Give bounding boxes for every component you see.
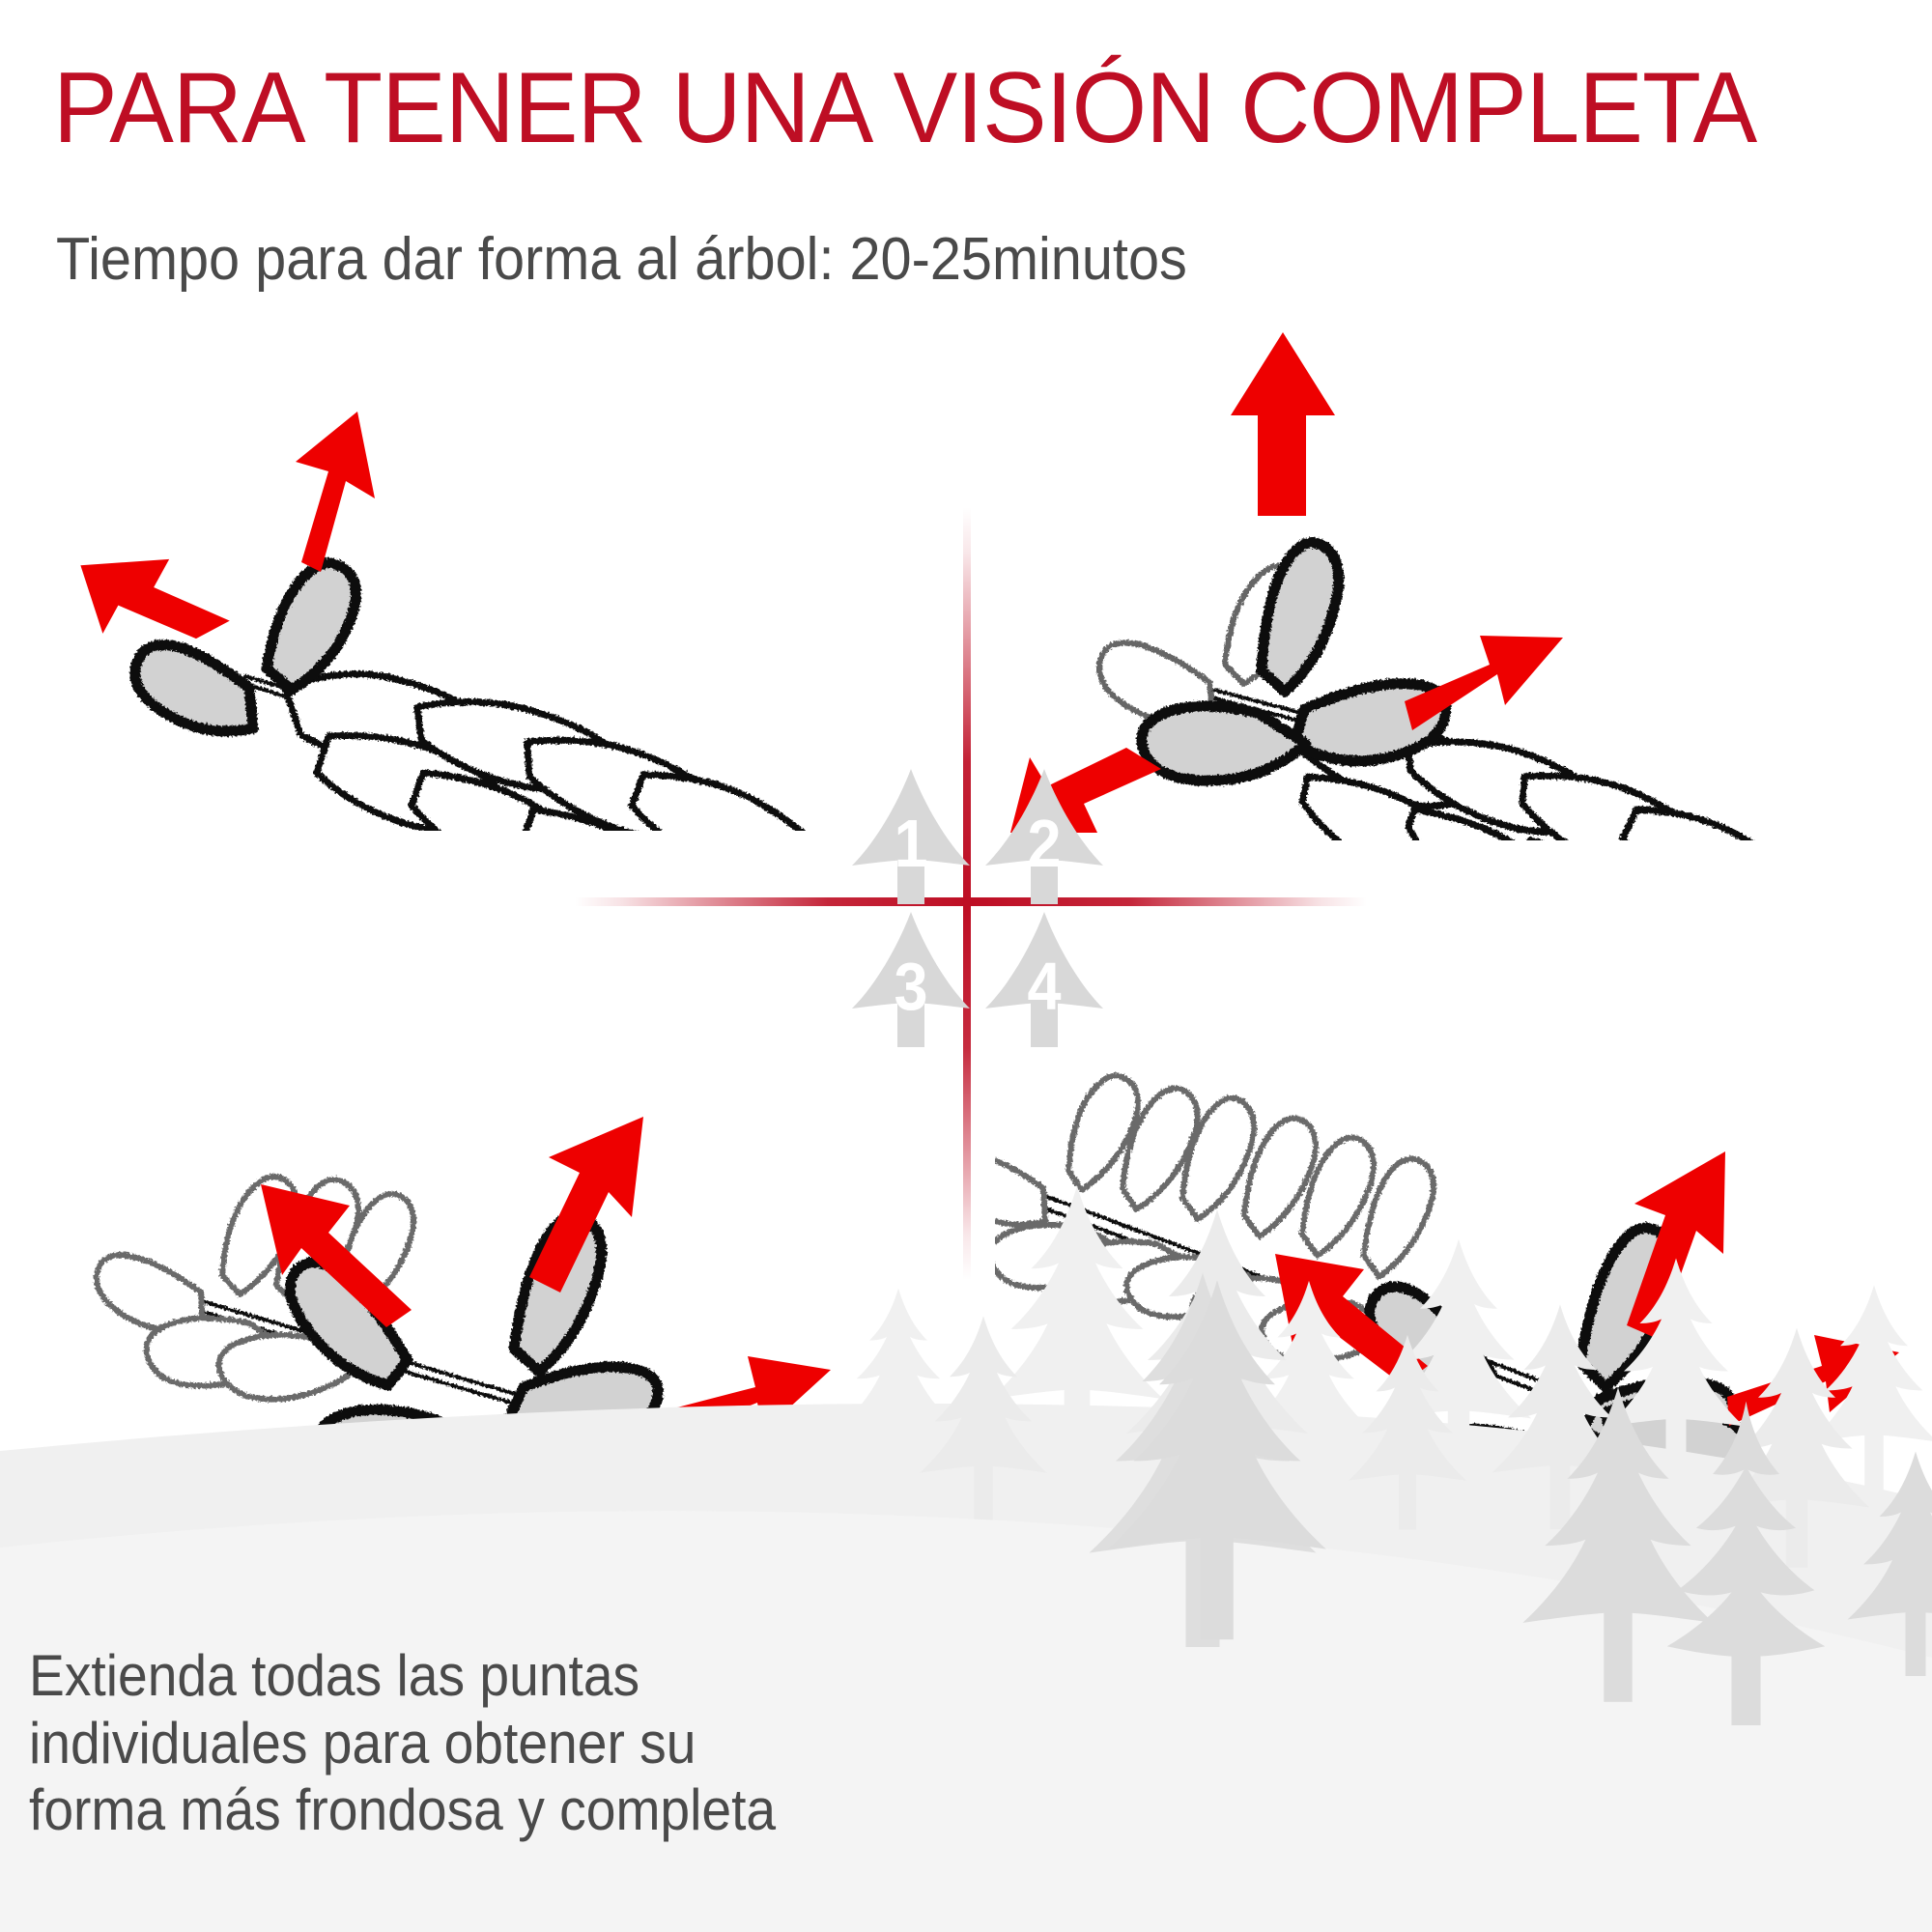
step-badge-1: 1 — [850, 765, 972, 910]
page-subtitle: Tiempo para dar forma al árbol: 20-25min… — [56, 226, 1187, 293]
red-arrow-icon — [296, 412, 375, 572]
red-arrow-icon — [1727, 1335, 1899, 1426]
page-title: PARA TENER UNA VISIÓN COMPLETA — [53, 52, 1757, 164]
red-arrow-icon — [1405, 636, 1563, 730]
christmas-tree-icon — [985, 912, 1103, 1047]
christmas-tree-icon — [852, 769, 970, 904]
red-arrow-icon — [165, 1466, 327, 1526]
step-badge-number: 3 — [894, 949, 928, 1024]
step-badge-number: 4 — [1027, 949, 1062, 1024]
red-arrow-icon — [529, 1117, 643, 1293]
red-arrow-icon — [80, 558, 230, 639]
step-badge-number: 2 — [1027, 806, 1062, 881]
quadrant-divider-horizontal — [575, 897, 1367, 906]
step-badge-4: 4 — [983, 908, 1105, 1053]
step-badge-3: 3 — [850, 908, 972, 1053]
red-arrow-icon — [1238, 1468, 1401, 1546]
caption-line-3: forma más frondosa y completa — [29, 1777, 777, 1843]
red-arrow-icon — [1718, 1476, 1874, 1546]
footer-caption: Extienda todas las puntas individuales p… — [29, 1642, 945, 1844]
quadrant-divider-vertical — [963, 507, 971, 1280]
step-badge-2: 2 — [983, 765, 1105, 910]
red-arrow-icon — [261, 1184, 412, 1327]
step-badge-number: 1 — [894, 806, 928, 881]
caption-line-1: Extienda todas las puntas — [29, 1643, 640, 1708]
step-panel-1 — [39, 319, 908, 831]
christmas-tree-icon — [852, 912, 970, 1047]
step-panel-4 — [995, 1014, 1903, 1546]
branch-sketch-3 — [93, 1173, 916, 1526]
christmas-tree-icon — [985, 769, 1103, 904]
step-panel-3 — [87, 985, 956, 1526]
red-arrow-icon — [651, 1356, 831, 1443]
red-arrow-icon — [1231, 332, 1335, 516]
red-arrows-1 — [80, 412, 375, 639]
step-panel-2 — [1005, 299, 1893, 840]
branch-sketch-4 — [995, 1072, 1754, 1509]
caption-line-2: individuales para obtener su — [29, 1710, 696, 1776]
branch-sketch-1 — [129, 557, 806, 831]
